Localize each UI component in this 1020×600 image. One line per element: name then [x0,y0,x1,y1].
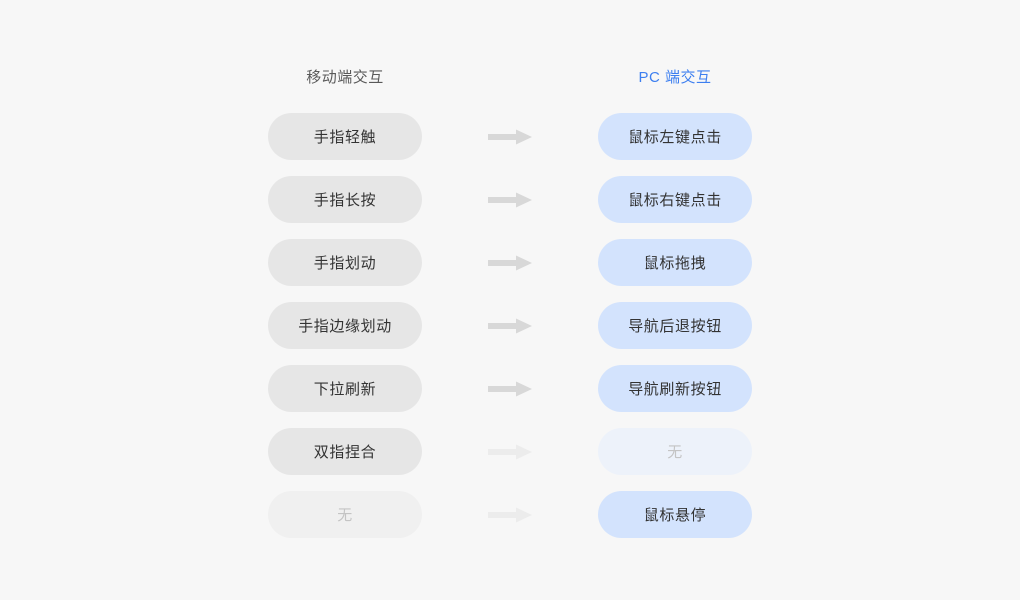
arrow-right-icon [488,129,532,145]
mapping-row: 下拉刷新 导航刷新按钮 [0,365,1020,412]
mobile-gesture-pill[interactable]: 双指捏合 [268,428,422,475]
mobile-gesture-label: 手指划动 [313,255,377,272]
mapping-row: 手指边缘划动 导航后退按钮 [0,302,1020,349]
arrow-right-icon [488,318,532,334]
mobile-gesture-pill: 无 [268,491,422,538]
column-header-mobile: 移动端交互 [306,69,384,86]
pc-interaction-label: 鼠标悬停 [643,507,707,524]
mobile-gesture-label: 双指捏合 [313,444,377,461]
pc-interaction-pill[interactable]: 导航刷新按钮 [598,365,752,412]
arrow-right-icon [488,192,532,208]
mobile-gesture-label: 手指轻触 [313,129,377,146]
mobile-gesture-label: 下拉刷新 [313,381,377,398]
mobile-gesture-pill[interactable]: 下拉刷新 [268,365,422,412]
mobile-gesture-pill[interactable]: 手指边缘划动 [268,302,422,349]
pc-interaction-pill[interactable]: 鼠标右键点击 [598,176,752,223]
arrow-right-icon [488,507,532,523]
pc-interaction-label: 鼠标拖拽 [643,255,707,272]
mobile-gesture-label: 无 [337,507,353,524]
mobile-gesture-pill[interactable]: 手指轻触 [268,113,422,160]
pc-interaction-pill[interactable]: 导航后退按钮 [598,302,752,349]
arrow-right-icon [488,255,532,271]
mobile-gesture-pill[interactable]: 手指划动 [268,239,422,286]
mobile-gesture-pill[interactable]: 手指长按 [268,176,422,223]
column-header-pc: PC 端交互 [638,69,712,86]
mapping-row: 双指捏合 无 [0,428,1020,475]
pc-interaction-label: 鼠标右键点击 [628,192,722,209]
mapping-row: 无 鼠标悬停 [0,491,1020,538]
pc-interaction-label: 鼠标左键点击 [628,129,722,146]
pc-interaction-pill: 无 [598,428,752,475]
mapping-row: 手指轻触 鼠标左键点击 [0,113,1020,160]
pc-interaction-label: 无 [667,444,683,461]
mobile-gesture-label: 手指长按 [313,192,377,209]
pc-interaction-pill[interactable]: 鼠标拖拽 [598,239,752,286]
arrow-right-icon [488,381,532,397]
pc-interaction-pill[interactable]: 鼠标悬停 [598,491,752,538]
arrow-right-icon [488,444,532,460]
mapping-row: 手指长按 鼠标右键点击 [0,176,1020,223]
mapping-row: 手指划动 鼠标拖拽 [0,239,1020,286]
pc-interaction-pill[interactable]: 鼠标左键点击 [598,113,752,160]
mobile-gesture-label: 手指边缘划动 [298,318,392,335]
pc-interaction-label: 导航后退按钮 [628,318,722,335]
pc-interaction-label: 导航刷新按钮 [628,381,722,398]
